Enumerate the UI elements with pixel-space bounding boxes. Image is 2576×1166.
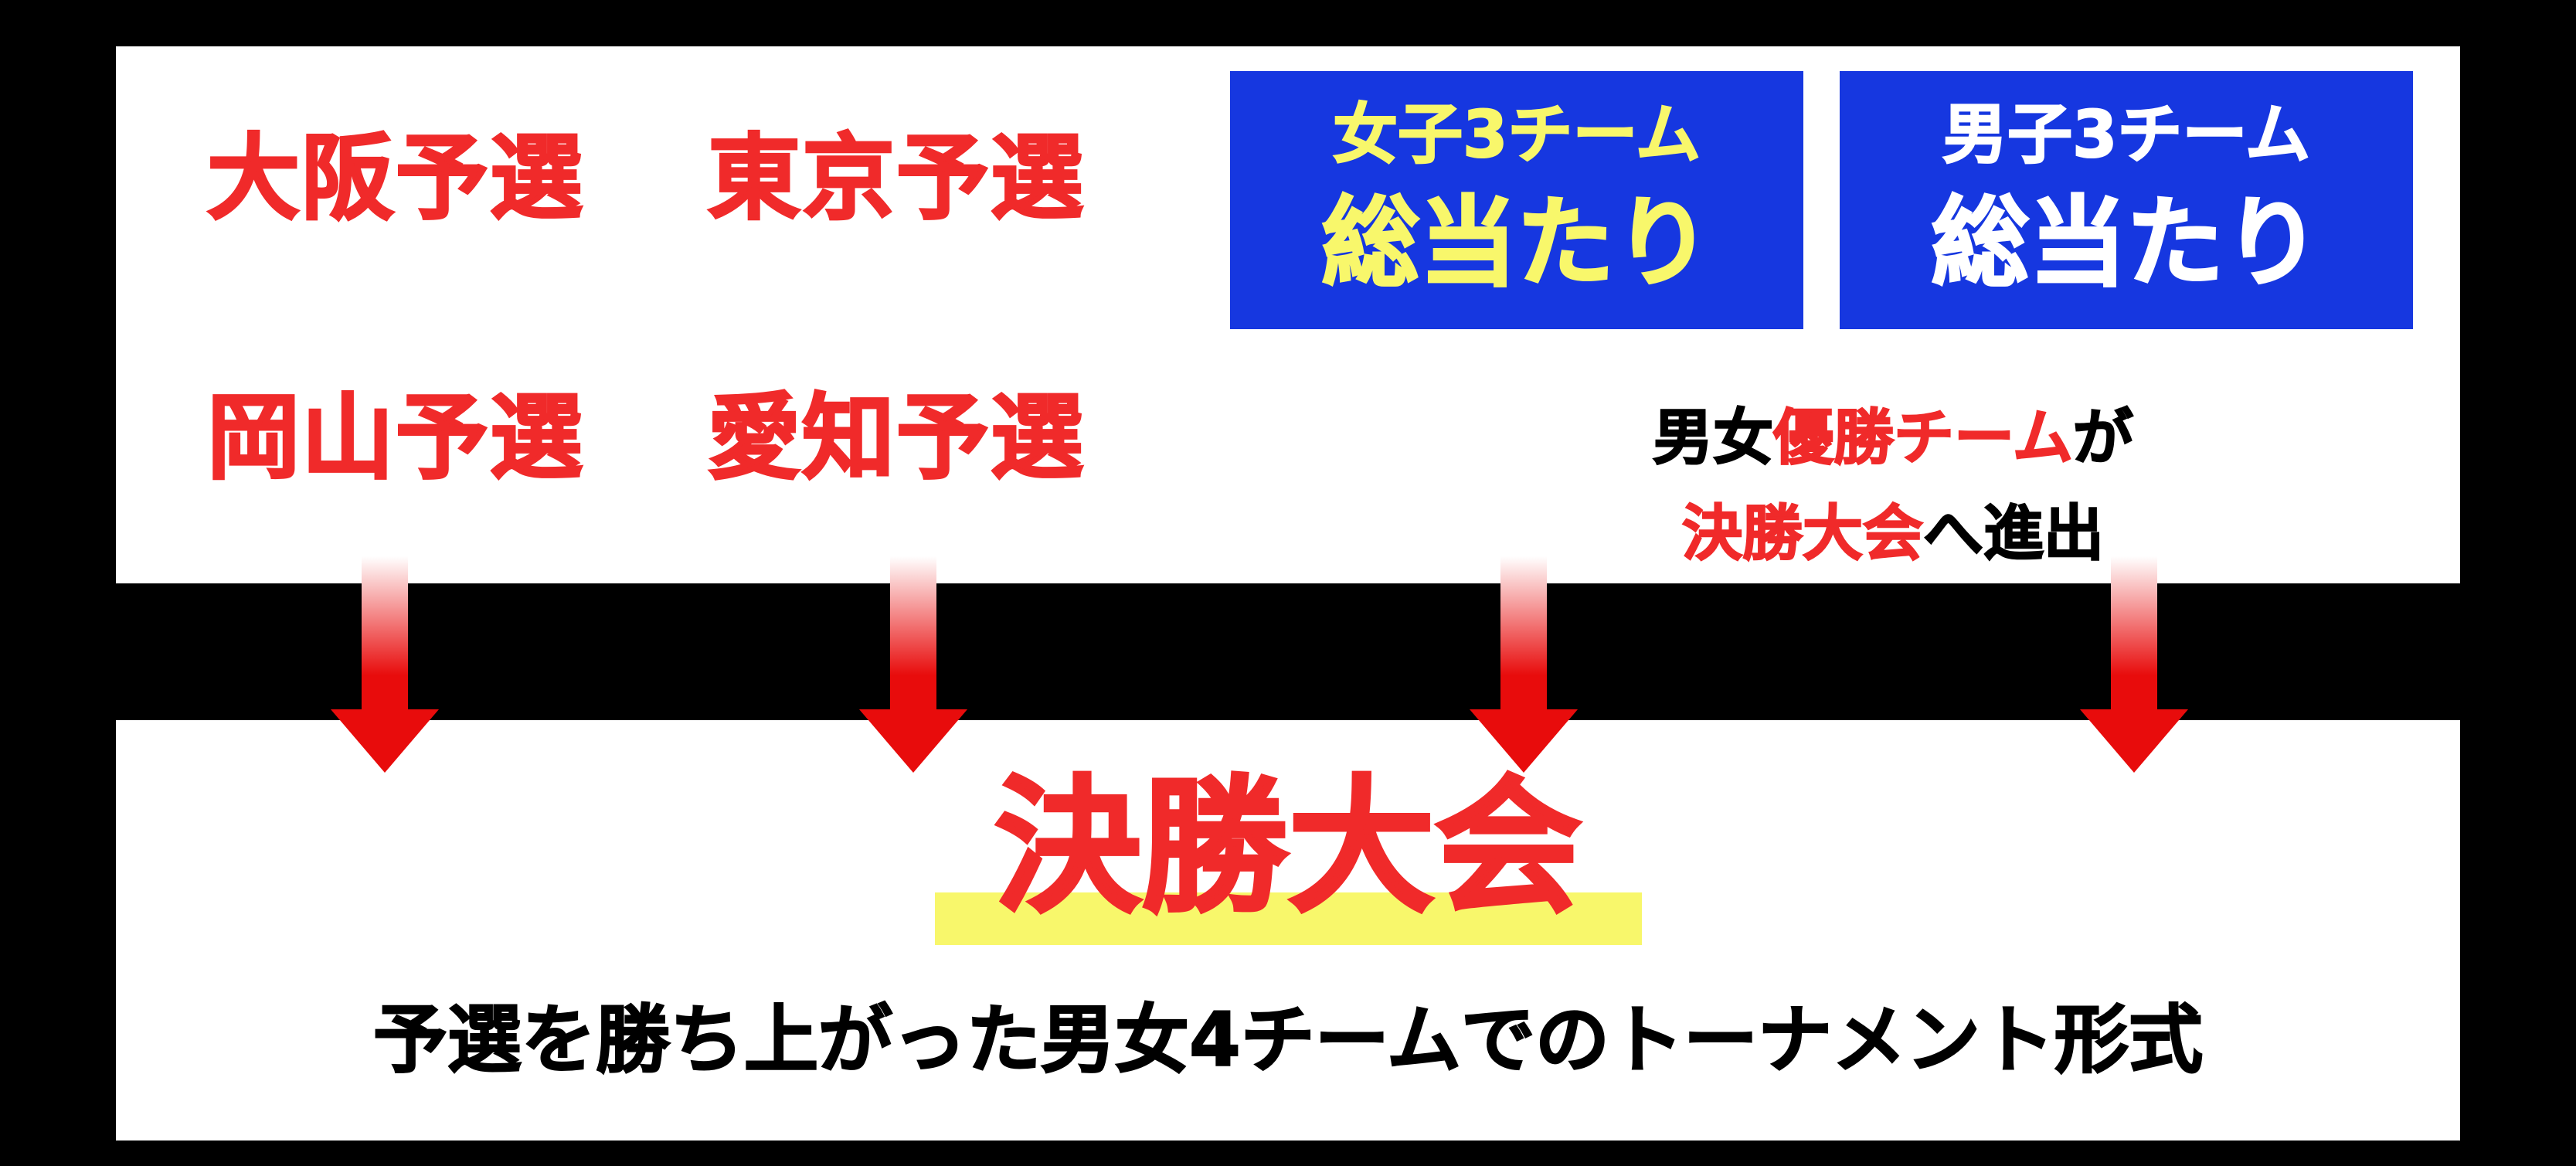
final-title: 決勝大会 <box>993 762 1583 933</box>
prelim-osaka: 大阪予選 <box>206 125 584 233</box>
final-description: 予選を勝ち上がった男女4チームでのトーナメント形式 <box>372 997 2204 1083</box>
prelim-okayama: 岡山予選 <box>206 385 584 492</box>
arrow-down-icon <box>331 556 439 773</box>
advance-men-women: 男女 <box>1652 403 1774 473</box>
women-round-robin-label: 総当たり <box>1321 186 1713 300</box>
women-round-robin-box: 女子3チーム 総当たり <box>1230 71 1803 329</box>
arrow-down-icon <box>859 556 967 773</box>
men-round-robin-label: 総当たり <box>1931 186 2323 300</box>
men-teams-label: 男子3チーム <box>1942 97 2311 172</box>
final-title-highlight <box>935 892 1642 945</box>
arrow-down-icon <box>2080 556 2188 773</box>
advance-line1: 男女優勝チームが <box>1429 407 2357 469</box>
prelim-aichi: 愛知予選 <box>707 385 1085 492</box>
arrow-down-icon <box>1470 556 1578 773</box>
prelim-tokyo: 東京予選 <box>707 125 1085 233</box>
advance-winning-team: 優勝チーム <box>1772 403 2074 473</box>
advance-proceed: へ進出 <box>1922 499 2105 569</box>
advance-final-tournament: 決勝大会 <box>1681 499 1924 569</box>
advance-particle: が <box>2072 403 2134 473</box>
women-teams-label: 女子3チーム <box>1332 97 1701 172</box>
advance-line2: 決勝大会へ進出 <box>1429 503 2357 565</box>
men-round-robin-box: 男子3チーム 総当たり <box>1840 71 2413 329</box>
